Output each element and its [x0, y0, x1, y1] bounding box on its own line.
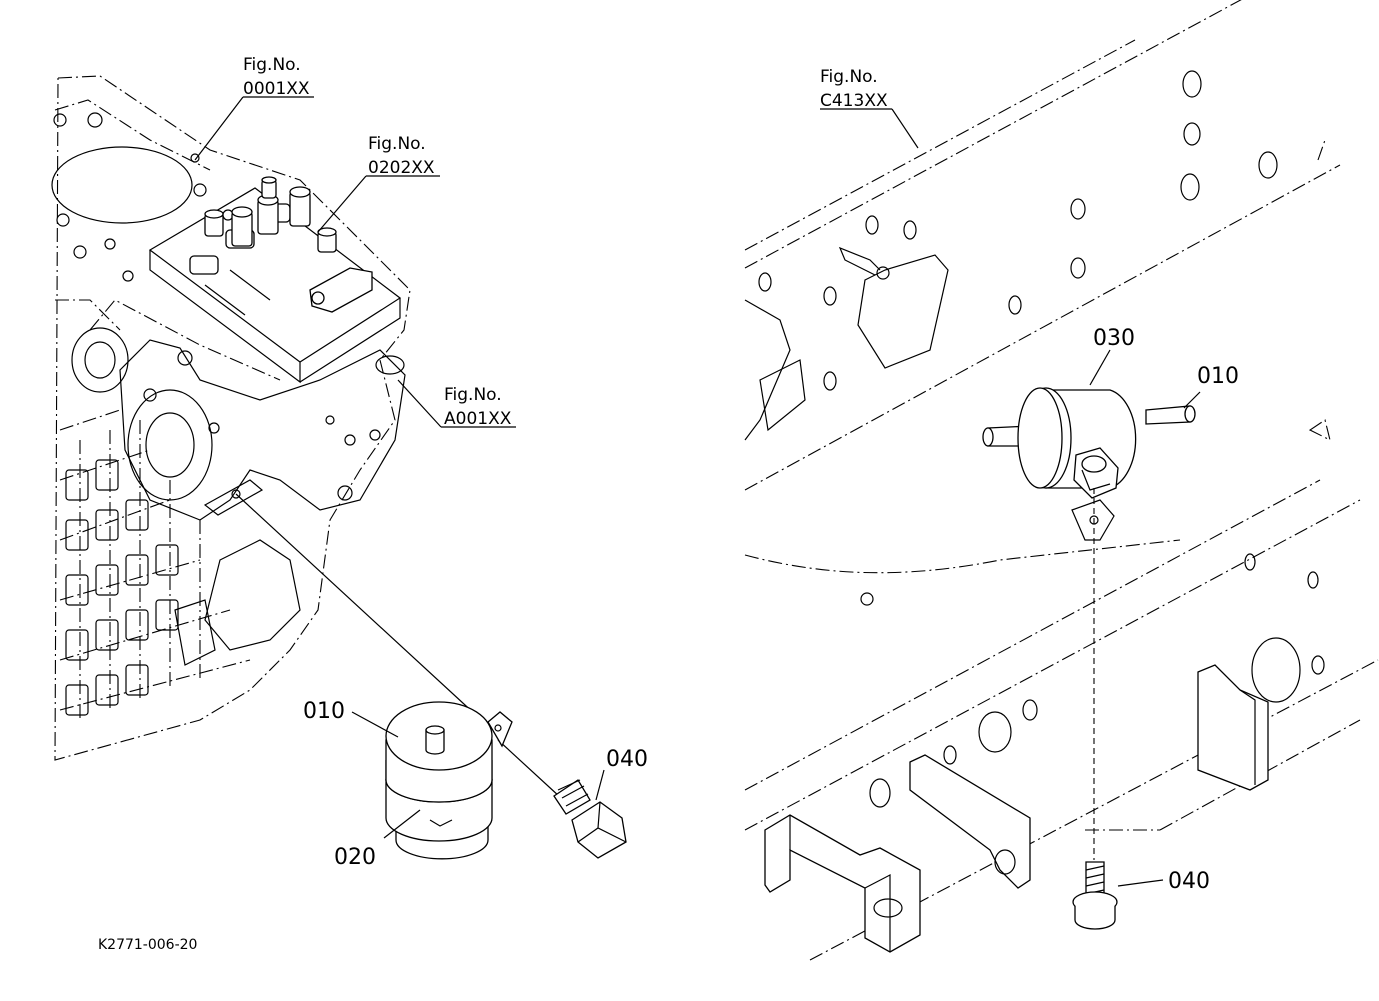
fig-ref-injection-pump: Fig.No. 0202XX [368, 134, 435, 178]
left-fuel-filter-assembly [235, 493, 627, 860]
fig-ref-label: Fig.No. [243, 55, 301, 75]
fig-ref-pump-bracket: Fig.No. A001XX [444, 385, 512, 429]
callout-left-element: 020 [334, 845, 376, 870]
pump-bracket-drawing [119, 339, 406, 521]
fig-ref-label: Fig.No. [444, 385, 502, 405]
callout-right-bolt: 040 [1168, 869, 1210, 894]
right-ref-leaders [820, 108, 1201, 887]
fig-ref-number: A001XX [444, 409, 512, 429]
fig-ref-number: C413XX [820, 91, 888, 111]
fig-ref-label: Fig.No. [820, 67, 878, 87]
right-fuel-filter-assembly [982, 387, 1196, 930]
callout-right-filter: 010 [1197, 364, 1239, 389]
injection-pump-drawing [89, 176, 402, 384]
fig-ref-number: 0001XX [243, 79, 310, 99]
callout-left-bolt: 040 [606, 747, 648, 772]
callout-left-filter: 010 [303, 699, 345, 724]
fig-ref-engine-block: Fig.No. 0001XX [243, 55, 310, 99]
fig-ref-label: Fig.No. [368, 134, 426, 154]
fig-ref-frame: Fig.No. C413XX [820, 67, 888, 111]
drawing-code: K2771-006-20 [98, 937, 197, 953]
left-callout-leaders [351, 711, 605, 839]
fig-ref-number: 0202XX [368, 158, 435, 178]
engine-block-drawing [51, 75, 411, 761]
left-ref-leaders [194, 96, 516, 428]
callout-right-housing: 030 [1093, 326, 1135, 351]
frame-drawing [744, 0, 1379, 961]
